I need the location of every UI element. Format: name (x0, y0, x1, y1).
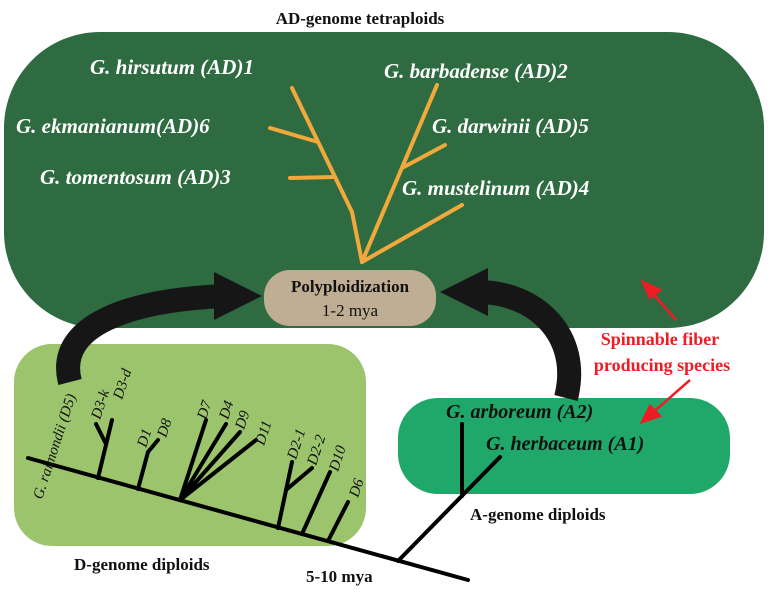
annotation-pointers (639, 279, 691, 425)
label-d6: D6 (346, 476, 367, 500)
label-d11: D11 (252, 419, 275, 448)
label-darwinii: G. darwinii (AD)5 (432, 114, 589, 138)
polyploidization-age: 1-2 mya (322, 301, 379, 320)
annotation-line1: Spinnable fiber (601, 329, 720, 349)
label-mustelinum: G. mustelinum (AD)4 (402, 176, 589, 200)
tetraploid-tree (268, 83, 464, 264)
branch-mustelinum (360, 203, 464, 264)
d11-branch (178, 438, 258, 502)
d9-branch (178, 430, 242, 502)
pointer-down-line (649, 379, 691, 416)
diagram-title: AD-genome tetraploids (276, 9, 445, 28)
label-tomentosum: G. tomentosum (AD)3 (40, 165, 231, 189)
polyploidization-label: Polyploidization (291, 277, 410, 296)
label-barbadense: G. barbadense (AD)2 (384, 59, 568, 83)
hybridization-arrows (56, 268, 582, 401)
d8-branch (146, 438, 160, 454)
label-d7: D7 (194, 397, 216, 422)
tetraploid-region (4, 32, 764, 328)
label-ekmanianum: G. ekmanianum(AD)6 (16, 114, 210, 138)
arrow-head-right (440, 268, 488, 316)
pointer-down-head (639, 403, 663, 425)
annotation-line2: producing species (594, 355, 730, 375)
d6-branch (326, 500, 350, 543)
label-d1: D1 (134, 427, 155, 450)
polyploidization-box (264, 270, 436, 326)
d-genome-region (14, 344, 366, 546)
branch-base (350, 210, 364, 264)
d-genome-caption: D-genome diploids (74, 555, 210, 574)
d2-branch (276, 460, 294, 530)
divergence-age: 5-10 mya (306, 567, 373, 586)
a-genome-stem (396, 455, 502, 563)
arrow-from-d-genome (56, 284, 226, 386)
a-genome-region (398, 398, 730, 494)
branch-tomentosum (288, 175, 337, 180)
label-arboreum: G. arboreum (A2) (446, 401, 593, 423)
diploid-tree (26, 418, 502, 582)
a-genome-caption: A-genome diploids (470, 505, 606, 524)
arrow-head-left (214, 272, 262, 320)
label-d8: D8 (154, 416, 175, 440)
d7-branch (178, 418, 208, 502)
pointer-up-head (640, 279, 663, 300)
label-d4: D4 (216, 398, 237, 422)
d10-branch (300, 470, 332, 536)
branch-hirsutum (290, 86, 354, 214)
arrow-from-a-genome (477, 280, 582, 401)
d2-2-branch (284, 466, 314, 492)
branch-darwinii (400, 143, 447, 170)
d3-branch (96, 418, 114, 480)
d4-branch (178, 422, 228, 502)
main-axis (26, 456, 470, 582)
d1-d8-branch (136, 450, 150, 491)
label-herbaceum: G. herbaceum (A1) (486, 433, 644, 455)
label-d9: D9 (232, 408, 253, 432)
d3-k-branch (94, 422, 108, 446)
tree-trunk (360, 83, 439, 264)
branch-ekmanianum (268, 126, 320, 144)
label-hirsutum: G. hirsutum (AD)1 (90, 55, 254, 79)
